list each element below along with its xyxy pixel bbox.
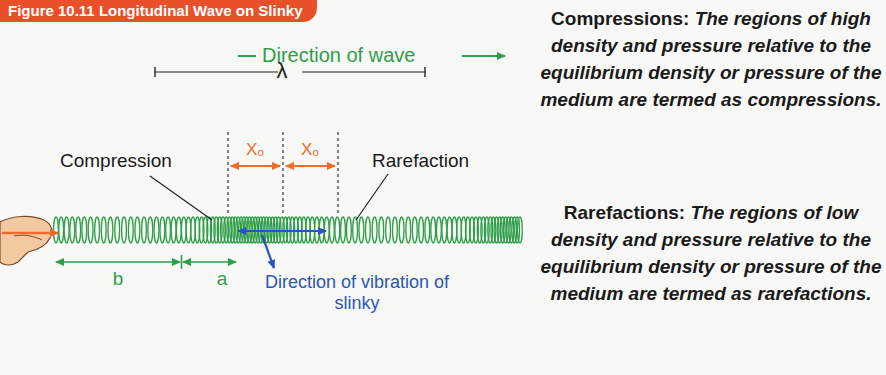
hand-finger <box>14 235 42 240</box>
coil <box>135 217 140 243</box>
compression-label: Compression <box>60 150 172 172</box>
coil <box>70 217 75 243</box>
coil <box>115 217 120 243</box>
coil <box>330 217 335 243</box>
amplitude-label: Xₒ <box>301 140 319 160</box>
vibration-pointer <box>262 235 274 268</box>
wavelength-symbol: λ <box>277 58 288 83</box>
coil <box>142 217 147 243</box>
rarefaction-definition: Rarefactions: The regions of low density… <box>540 200 882 308</box>
coil <box>393 217 398 243</box>
coil <box>59 217 64 243</box>
dimension-line <box>183 261 236 263</box>
definition-term: Compressions: <box>551 8 689 29</box>
coil <box>154 217 159 243</box>
coil <box>518 217 523 243</box>
coil <box>406 217 411 243</box>
dimension-tick <box>181 255 183 269</box>
coil <box>353 217 358 243</box>
hand <box>0 216 52 265</box>
push-arrow <box>2 232 58 235</box>
wave-arrow <box>462 55 505 57</box>
vibration-arrow <box>238 230 326 232</box>
coil <box>341 217 346 243</box>
guide-line <box>337 132 338 214</box>
coil <box>82 217 87 243</box>
coil <box>399 217 404 243</box>
dimension-label: a <box>217 268 228 290</box>
dimension-line <box>56 261 180 263</box>
vibration-label: Direction of vibration of slinky <box>262 272 452 313</box>
coil <box>176 217 181 243</box>
rarefaction-label: Rarefaction <box>372 150 469 172</box>
compression-definition: Compressions: The regions of high densit… <box>540 6 882 114</box>
wave-dash <box>238 55 256 57</box>
coil <box>335 217 340 243</box>
definition-term: Rarefactions: <box>564 202 685 223</box>
coil <box>76 217 81 243</box>
coil <box>442 217 447 243</box>
coil <box>101 217 106 243</box>
coil <box>431 217 436 243</box>
coil <box>366 217 371 243</box>
coil <box>122 217 127 243</box>
coil <box>379 217 384 243</box>
wavelength-line <box>302 71 425 72</box>
leader-line <box>150 176 212 220</box>
guide-line <box>282 132 283 214</box>
dimension-label: b <box>113 268 124 290</box>
coil <box>160 217 165 243</box>
coil <box>128 217 133 243</box>
coil <box>347 217 352 243</box>
amplitude-arrow <box>231 165 280 167</box>
coil <box>166 217 171 243</box>
coil <box>148 217 153 243</box>
coil <box>419 217 424 243</box>
amplitude-label: Xₒ <box>246 140 264 160</box>
coil <box>372 217 377 243</box>
leader-line <box>356 174 388 220</box>
coil <box>64 217 69 243</box>
figure-title: Figure 10.11 Longitudinal Wave on Slinky <box>0 0 317 22</box>
coil <box>425 217 430 243</box>
coil <box>412 217 417 243</box>
coil <box>171 217 176 243</box>
coil <box>447 217 452 243</box>
slinky-coils <box>54 217 523 243</box>
coil <box>88 217 93 243</box>
coil <box>108 217 113 243</box>
guide-line <box>227 132 228 214</box>
wavelength-line <box>155 71 278 72</box>
coil <box>437 217 442 243</box>
coil <box>95 217 100 243</box>
coil <box>54 217 59 243</box>
coil <box>359 217 364 243</box>
coil <box>386 217 391 243</box>
amplitude-arrow <box>286 165 335 167</box>
